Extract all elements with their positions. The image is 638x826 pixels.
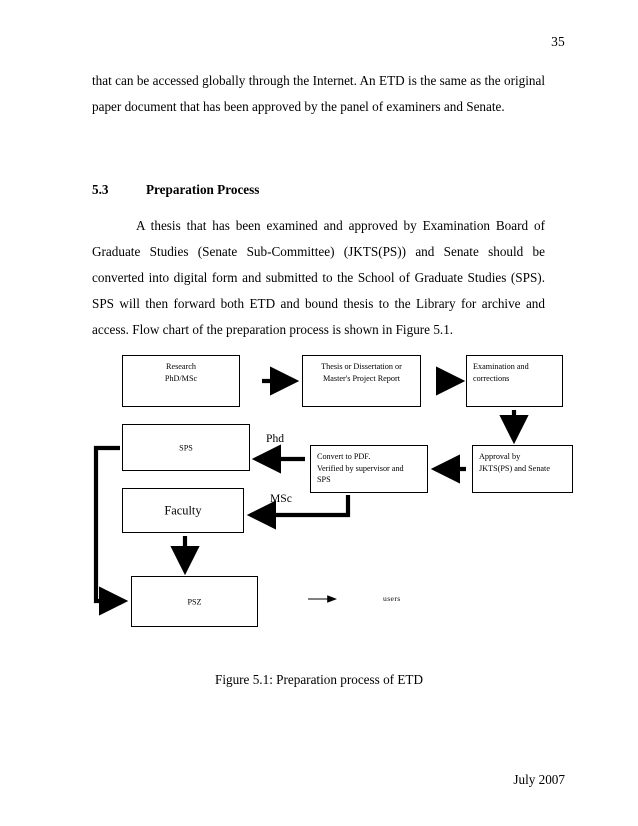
section-number: 5.3: [92, 182, 109, 197]
page-footer: July 2007: [513, 772, 565, 787]
flow-node-thesis[interactable]: Thesis or Dissertation or Master's Proje…: [302, 355, 421, 407]
flow-node-sps-label: SPS: [179, 442, 193, 452]
figure-caption: Figure 5.1: Preparation process of ETD: [214, 672, 424, 687]
body-paragraph-1: that can be accessed globally through th…: [92, 73, 545, 114]
flow-node-approval-label: Approval by JKTS(PS) and Senate: [479, 452, 550, 473]
flow-node-psz-label: PSZ: [187, 596, 202, 606]
flow-node-thesis-label: Thesis or Dissertation or Master's Proje…: [321, 362, 402, 383]
section-title: Preparation Process: [146, 182, 260, 197]
body-paragraph-2: A thesis that has been examined and appr…: [92, 213, 545, 343]
arrow-sps-to-psz: [93, 445, 129, 616]
edge-label-msc: MSc: [270, 492, 292, 505]
flow-node-convert-to-pdf[interactable]: Convert to PDF. Verified by supervisor a…: [310, 445, 428, 493]
flow-node-convert-to-pdf-label: Convert to PDF. Verified by supervisor a…: [317, 452, 404, 484]
flow-node-research[interactable]: Research PhD/MSc: [122, 355, 240, 407]
arrow-convert-to-faculty: [246, 495, 351, 530]
flow-node-faculty-label: Faculty: [164, 502, 202, 517]
edge-label-phd: Phd: [266, 432, 285, 445]
flow-node-approval[interactable]: Approval by JKTS(PS) and Senate: [472, 445, 573, 493]
flow-node-faculty[interactable]: Faculty: [122, 488, 244, 533]
body-paragraph-2-text: A thesis that has been examined and appr…: [92, 218, 545, 337]
page-number: 35: [551, 34, 565, 49]
flow-node-psz[interactable]: PSZ: [131, 576, 258, 627]
flow-node-sps[interactable]: SPS: [122, 424, 250, 471]
flow-node-examination[interactable]: Examination and corrections: [466, 355, 563, 407]
flow-node-examination-label: Examination and corrections: [473, 362, 529, 383]
section-heading: 5.3 Preparation Process: [92, 182, 259, 198]
flow-node-research-label: Research PhD/MSc: [164, 362, 198, 383]
edge-label-users: users: [383, 594, 401, 603]
